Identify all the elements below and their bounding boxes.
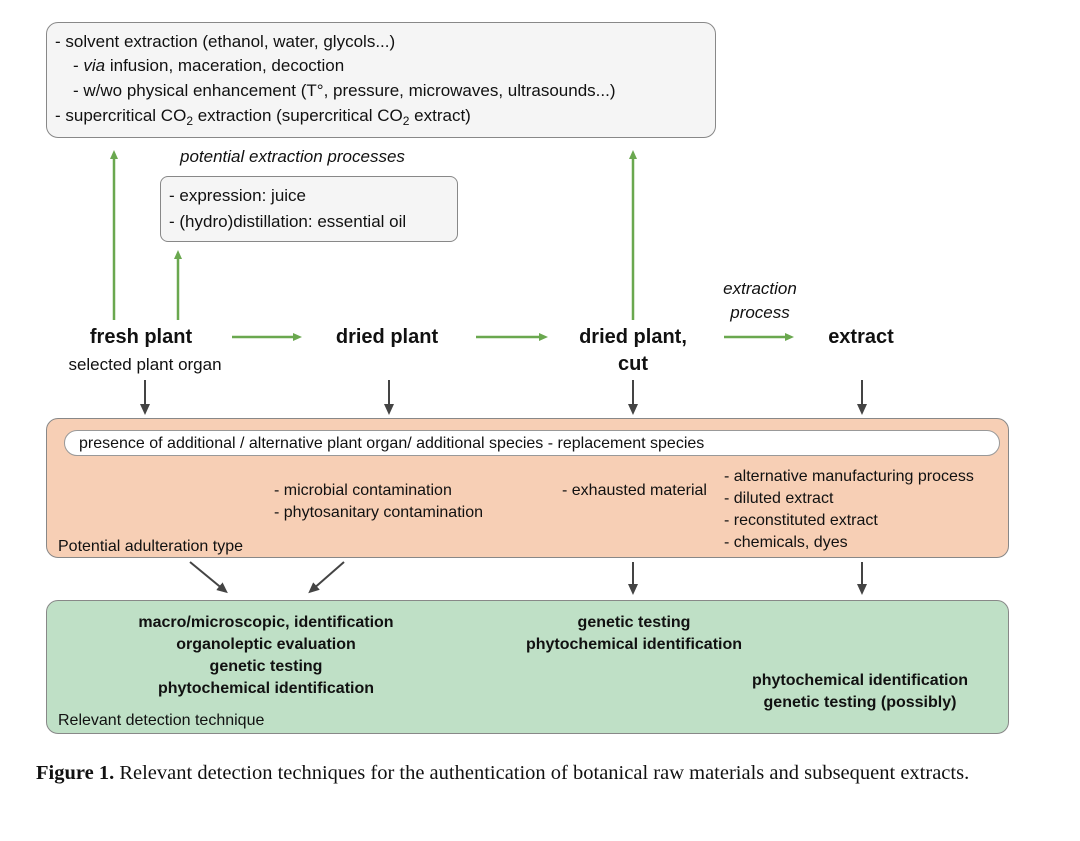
arrow-adult-to-detect-1 — [189, 561, 228, 594]
detection-col2-line2: phytochemical identification — [525, 636, 743, 653]
adulteration-label: Potential adulteration type — [58, 538, 244, 555]
stage-fresh-plant: fresh plant — [89, 326, 193, 348]
diluted-extract: - diluted extract — [724, 490, 834, 507]
detection-col1-line1: macro/microscopic, identification — [138, 614, 394, 631]
microbial-contamination: - microbial contamination — [274, 482, 452, 499]
via-italic: via — [83, 56, 106, 75]
expression-distillation-box: - expression: juice - (hydro)distillatio… — [160, 176, 458, 242]
reconstituted-extract: - reconstituted extract — [724, 512, 878, 529]
stage-dried-plant: dried plant — [335, 326, 439, 348]
arrow-adult-to-detect-2 — [308, 561, 345, 594]
chemicals-dyes: - chemicals, dyes — [724, 534, 848, 551]
detection-col1-line2: organoleptic evaluation — [176, 636, 356, 653]
stage-extract: extract — [828, 326, 894, 348]
extraction-process-label-line1: extraction — [723, 279, 797, 298]
potential-extraction-label: potential extraction processes — [180, 147, 405, 166]
physical-enhancement-line: - w/wo physical enhancement (T°, pressur… — [73, 81, 616, 100]
distillation-line: - (hydro)distillation: essential oil — [169, 212, 407, 231]
exhausted-material: - exhausted material — [562, 482, 707, 499]
expression-line: - expression: juice — [169, 186, 307, 205]
figure-text: Relevant detection techniques for the au… — [114, 762, 970, 784]
alternative-manufacturing: - alternative manufacturing process — [724, 468, 974, 485]
detection-col3-line2: genetic testing (possibly) — [763, 694, 957, 711]
stage-dried-plant-cut-line1: dried plant, — [579, 326, 687, 348]
detection-col2-line1: genetic testing — [577, 614, 691, 631]
stage-dried-plant-cut-line2: cut — [618, 353, 648, 375]
presence-pill: presence of additional / alternative pla… — [64, 430, 1000, 456]
presence-text: presence of additional / alternative pla… — [79, 435, 705, 452]
supercritical-line: - supercritical CO2 extraction (supercri… — [55, 106, 471, 128]
extraction-process-label-line2: process — [730, 303, 790, 322]
solvent-extraction-line: - solvent extraction (ethanol, water, gl… — [55, 32, 396, 51]
detection-box — [46, 600, 1009, 734]
detection-col1-line4: phytochemical identification — [157, 680, 375, 697]
detection-label: Relevant detection technique — [58, 712, 265, 729]
figure-label: Figure 1. — [36, 762, 115, 784]
phytosanitary-contamination: - phytosanitary contamination — [274, 504, 483, 521]
detection-col1-line3: genetic testing — [209, 658, 323, 675]
via-methods-line: - via infusion, maceration, decoction — [73, 56, 345, 75]
figure-caption: Figure 1. Relevant detection techniques … — [36, 758, 1056, 788]
solvent-extraction-box: - solvent extraction (ethanol, water, gl… — [46, 22, 716, 138]
detection-col3-line1: phytochemical identification — [751, 672, 969, 689]
selected-plant-organ: selected plant organ — [68, 355, 222, 374]
